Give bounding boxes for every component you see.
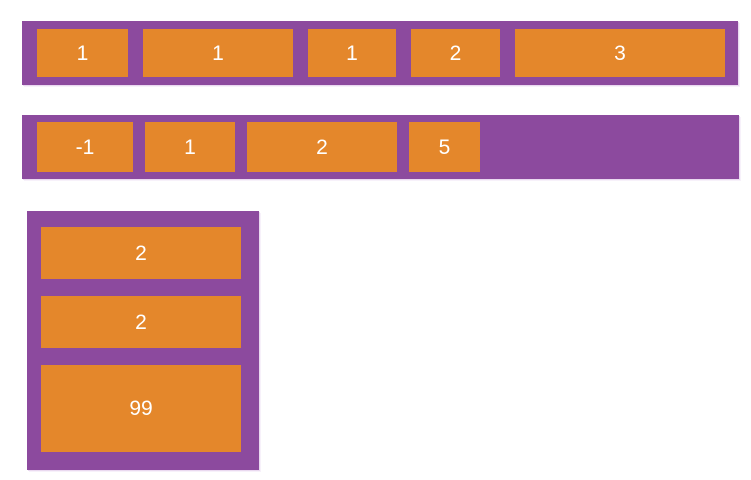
flex-item-label: -1 [75,135,95,159]
flex-item: -1 [37,122,133,172]
flex-item: 2 [247,122,397,172]
flex-item-label: 1 [76,41,89,65]
flex-item: 99 [41,365,241,452]
flex-item-label: 1 [184,135,196,159]
flex-item-label: 2 [135,241,147,265]
flex-item: 2 [41,227,241,279]
flex-item-label: 5 [438,135,451,159]
flex-row-container-1: 1 1 1 2 3 [22,21,738,85]
flex-item: 2 [41,296,241,348]
flex-item-label: 2 [316,135,328,159]
flex-row-container-2: -1 1 2 5 [22,115,739,179]
flex-item: 1 [37,29,128,77]
flex-item-label: 2 [449,41,462,65]
flex-item-label: 99 [129,397,153,420]
flex-item: 1 [145,122,235,172]
flex-item: 1 [143,29,293,77]
flex-item-label: 3 [614,41,626,65]
flex-column-container: 2 2 99 [27,211,259,470]
flex-item: 2 [411,29,500,77]
flex-item-label: 1 [346,41,358,65]
flex-item-label: 2 [135,310,147,334]
flex-item-label: 1 [212,41,224,65]
flex-item: 5 [409,122,480,172]
flex-item: 3 [515,29,725,77]
flex-item: 1 [308,29,396,77]
